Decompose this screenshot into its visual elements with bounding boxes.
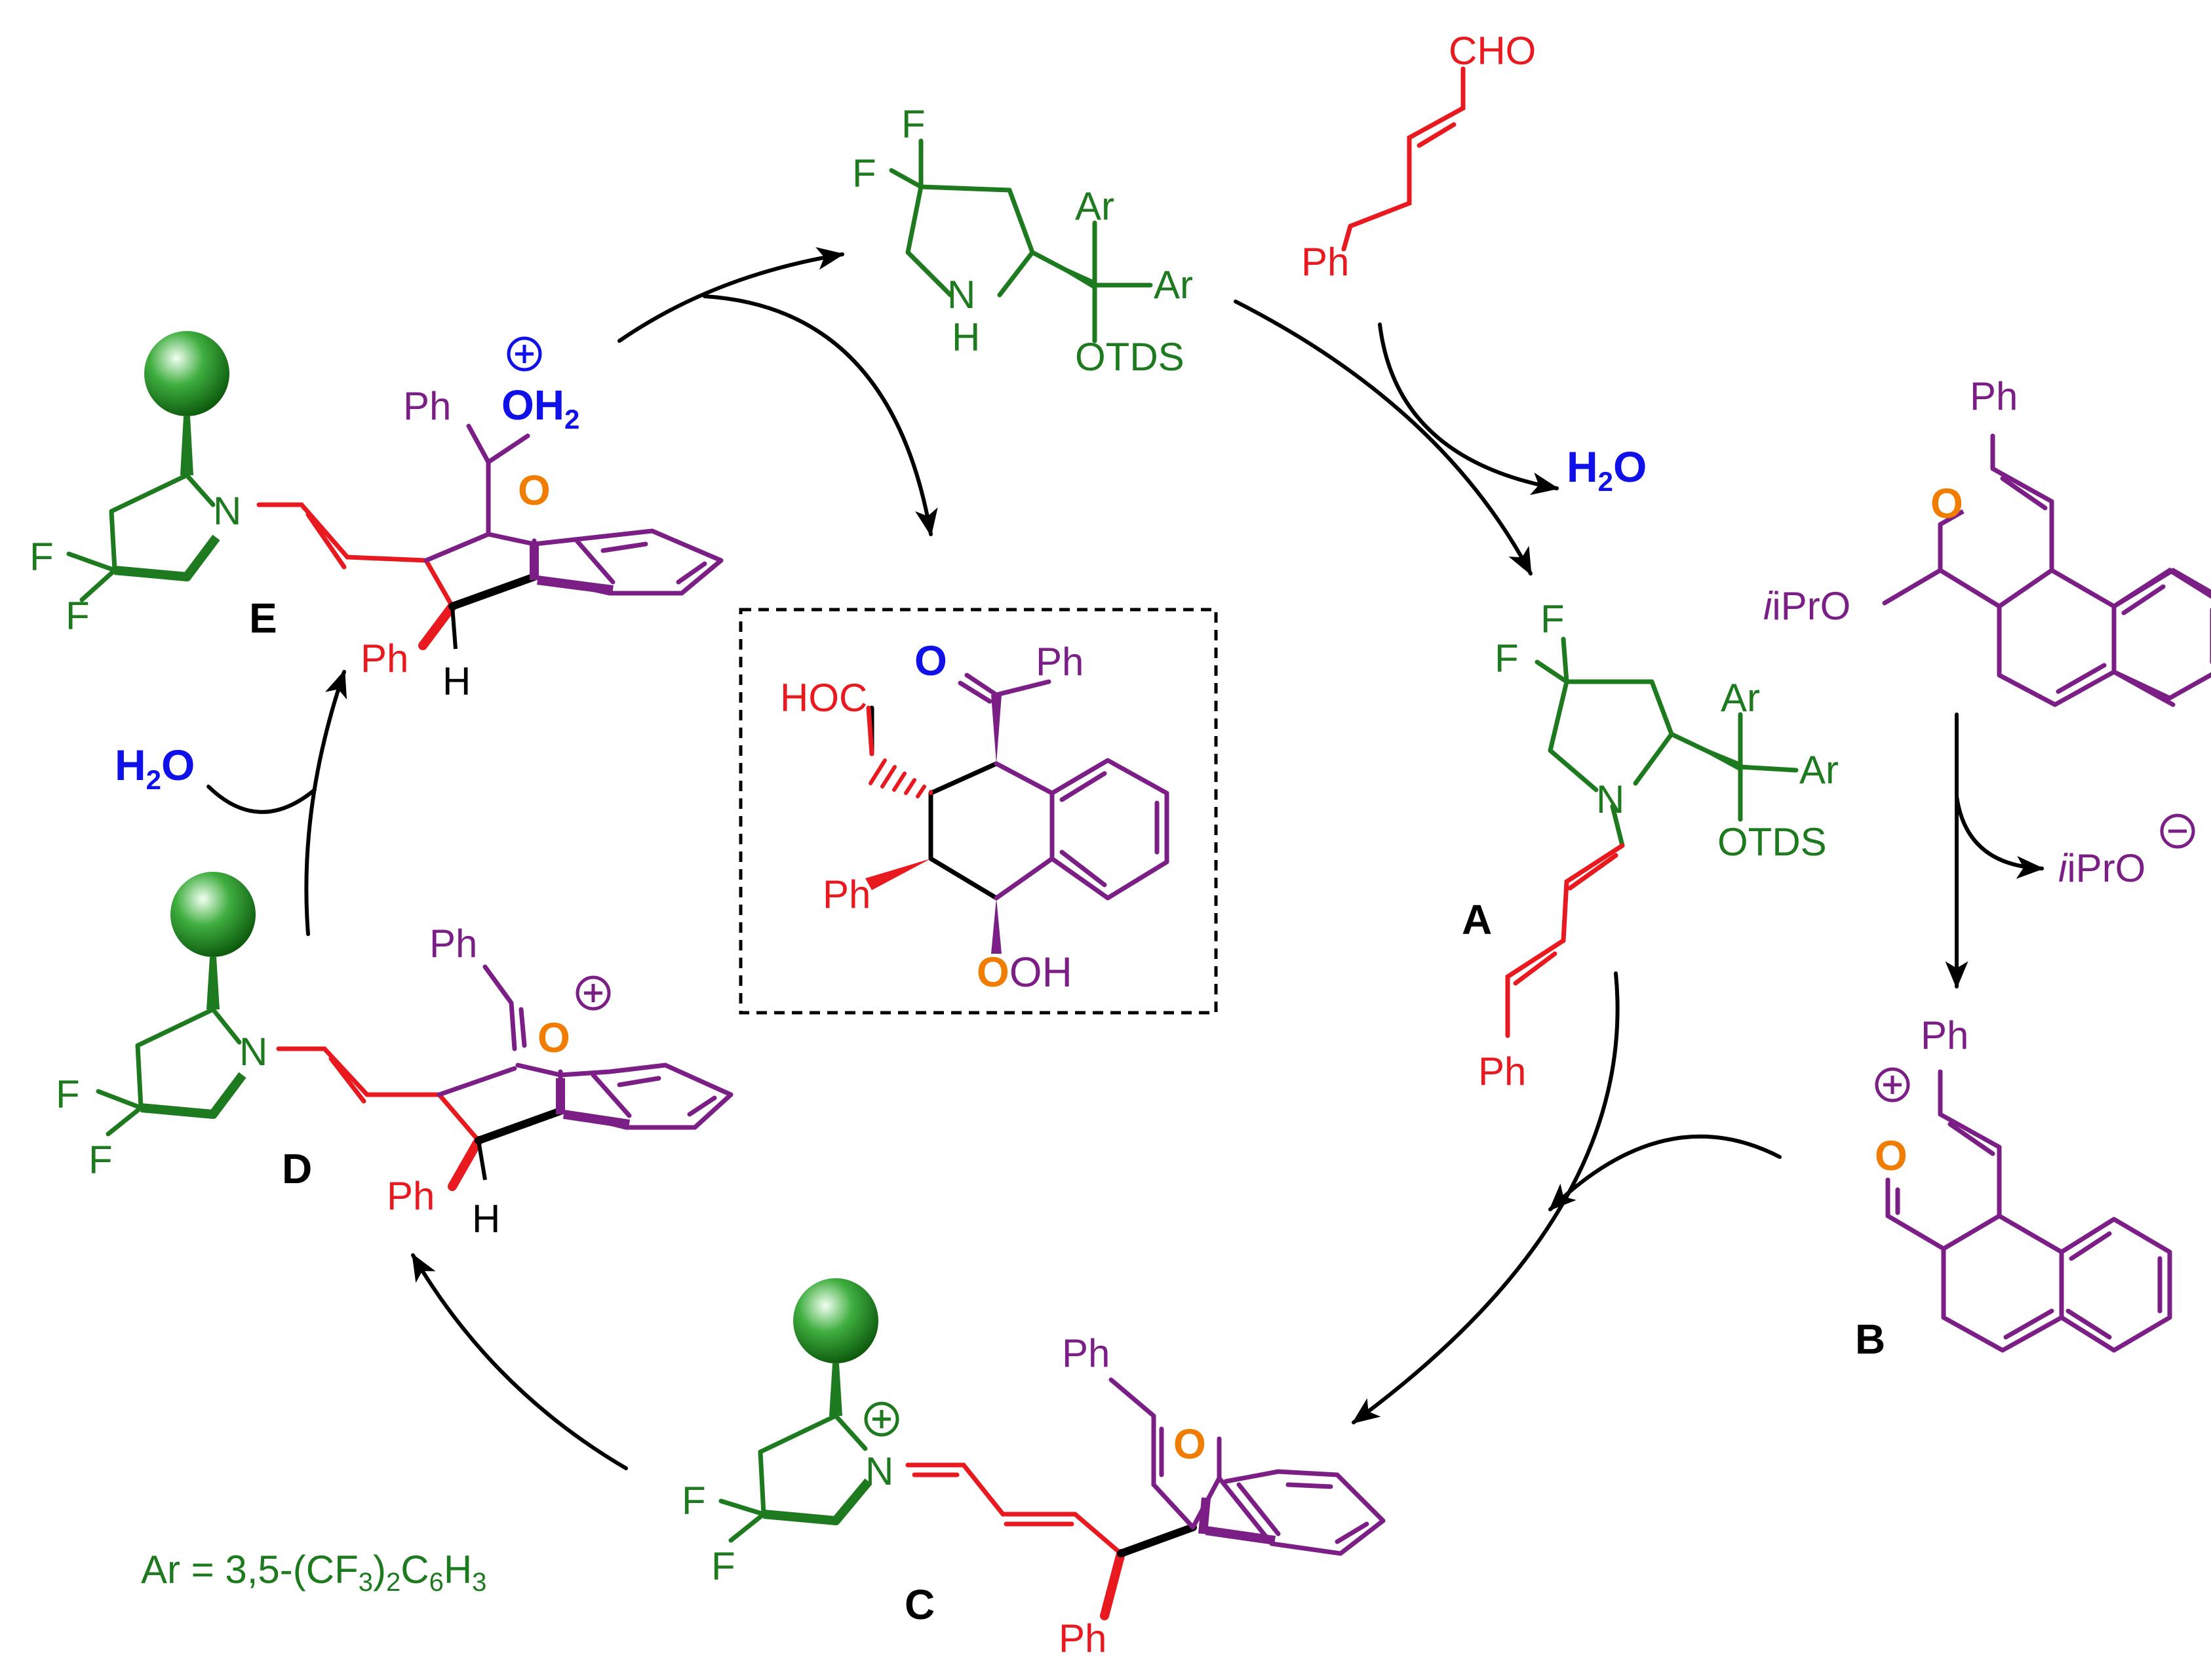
atom-label: Ph [1478,1049,1526,1093]
intermediate-B-structure: Ph O B [1855,1013,2172,1363]
intermediate-label-C: C [905,1581,935,1628]
green-sphere-icon [793,1278,878,1363]
atom-label: F [66,594,90,638]
atom-label: F [901,102,926,146]
atom-label: HOC [780,676,867,720]
intermediate-E-structure: F F N Ph OH2 O Ph H E [29,331,724,703]
atom-label: Ph [361,636,408,680]
arrow-water-release [1378,322,1559,496]
atom-label: O [1173,1420,1206,1468]
atom-label: N [213,489,241,533]
cycle-arrows [206,246,2045,1470]
atom-label: Ph [1036,640,1084,684]
svg-text:H2O: H2O [1567,442,1647,497]
catalyst-structure: F F N H Ar Ar OTDS [852,102,1193,379]
arrow-water-add [206,785,317,814]
arrow-E-to-product [703,294,938,537]
atom-label: Ph [1062,1331,1110,1375]
atom-label: iiPrO [1763,584,1850,628]
footnote: Ar = 3,5-(CF3)2C6H3 [141,1548,486,1597]
plus-circle-icon [576,975,611,1011]
atom-label: N [239,1030,267,1074]
product-box [739,608,1218,1015]
atom-label: F [88,1138,113,1182]
acetal-structure: Ph O iiPrO [1763,374,2211,707]
atom-label: Ph [823,872,871,916]
intermediate-label-A: A [1462,896,1492,943]
atom-label: N [865,1449,893,1493]
atom-label: Ar [1799,748,1839,792]
green-sphere-icon [170,872,256,957]
atom-label: N [1596,777,1624,821]
atom-label: CHO [1449,29,1536,73]
atom-label: Ar [1075,184,1114,228]
minus-circle-icon [2160,813,2195,849]
atom-label: O [1930,480,1963,527]
atom-label: Ar [1154,263,1193,307]
atom-label: Ph [1301,240,1349,284]
atom-label: F [1495,636,1519,680]
leaving-group: iiPrO [2058,813,2195,890]
arrow-C-to-D [411,1253,628,1470]
atom-label: N [947,273,975,317]
intermediate-C-structure: F F N Ph O Ph C [682,1278,1386,1660]
arrow-catalyst-to-A [1234,300,1533,576]
atom-label: Ph [1970,374,2018,418]
atom-label: H [472,1197,500,1241]
atom-label: Ph [1059,1616,1106,1660]
atom-label: F [56,1072,80,1116]
atom-label: Ph [403,384,451,428]
svg-text:iiPrO: iiPrO [2058,846,2145,890]
product-structure: HOC O Ph Ph OOH [780,637,1169,996]
atom-label: Ph [387,1174,435,1218]
atom-label: Ar [1721,676,1760,720]
atom-label: H [442,659,471,703]
plus-circle-icon [1875,1067,1910,1103]
green-sphere-icon [144,331,229,416]
atom-label: O [914,637,947,684]
arrow-D-to-E [304,669,347,936]
intermediate-A-structure: F F N Ar Ar OTDS Ph A [1462,597,1839,1093]
arrow-A-to-C [1352,971,1620,1424]
atom-label: OTDS [1075,335,1184,379]
atom-label: OOH [977,948,1072,996]
svg-text:H2O: H2O [115,741,195,795]
arrow-E-to-catalyst [617,246,845,343]
intermediate-D-structure: F F N Ph O Ph H D [56,872,734,1241]
atom-label: Ph [429,922,477,966]
intermediate-label-D: D [282,1145,312,1192]
arrow-B-addition [1548,1134,1782,1211]
atom-label: Ph [1921,1013,1968,1057]
atom-label: F [852,151,876,195]
atom-label: F [682,1479,706,1523]
atom-label: OH2 [501,381,579,435]
plus-circle-icon [507,336,542,372]
atom-label: O [1875,1132,1908,1179]
intermediate-label-E: E [249,595,277,642]
water-added: H2O [115,741,195,795]
intermediate-label-B: B [1855,1316,1885,1363]
atom-label: O [538,1014,570,1061]
arrow-iPrO-release [1955,794,2045,879]
water-released: H2O [1567,442,1647,497]
atom-label: F [29,535,54,579]
atom-label: OTDS [1717,820,1827,864]
plus-circle-icon [864,1401,899,1437]
atom-label: F [1540,597,1565,641]
atom-label: H [952,315,980,359]
atom-label: O [518,467,551,514]
aldehyde-structure: CHO Ph [1301,29,1536,284]
atom-label: F [711,1544,735,1588]
